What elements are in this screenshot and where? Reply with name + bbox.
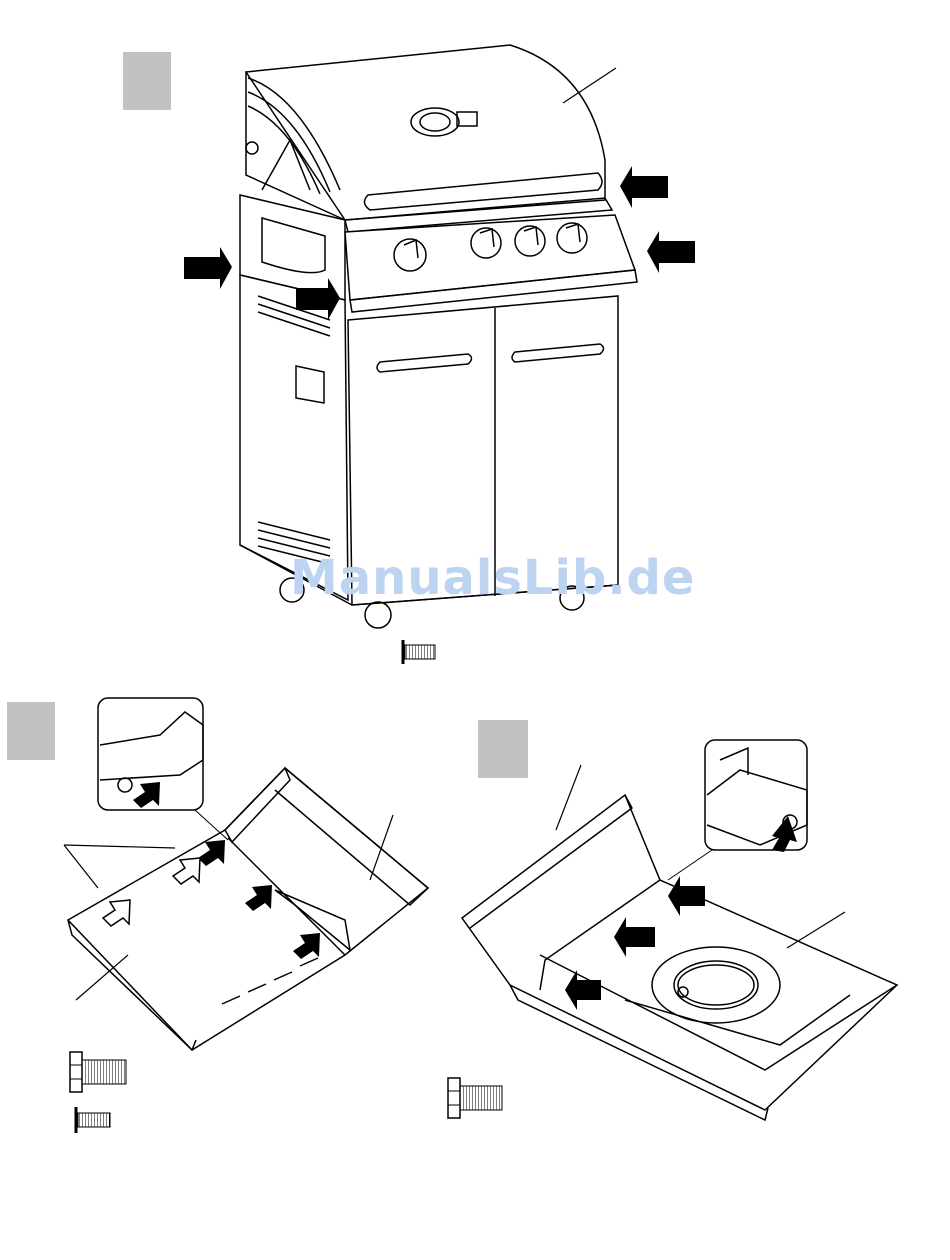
watermark: ManualsLib.de [290,550,695,606]
side-shelf-left-illustration [64,698,428,1050]
small-screw-icon [403,640,435,664]
hex-bolt-icon [70,1052,126,1092]
side-burner-illustration [462,740,897,1120]
small-screw-icon [76,1107,110,1133]
hex-bolt-icon [448,1078,502,1118]
grill-illustration [240,45,637,628]
